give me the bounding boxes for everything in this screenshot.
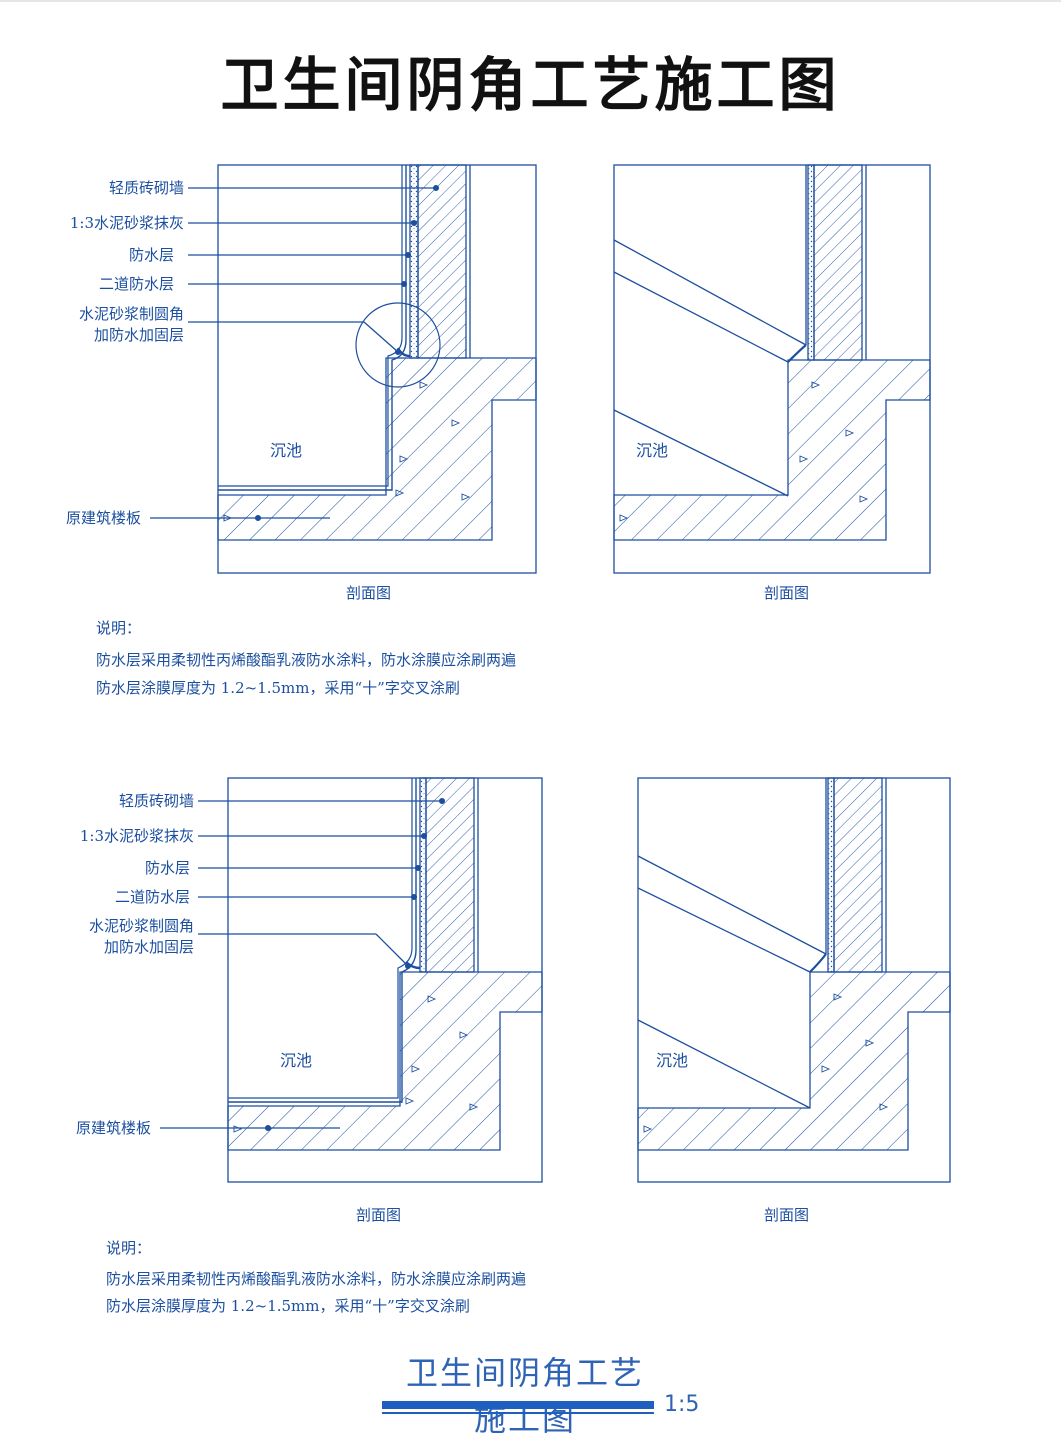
label-pool-left: 沉池 [280, 1051, 313, 1070]
label-floor-slab: 原建筑楼板 [76, 1119, 152, 1137]
notes-line-2: 防水层涂膜厚度为 1.2~1.5mm，采用“十”字交叉涂刷 [96, 679, 460, 697]
section-2-right [637, 777, 951, 1183]
caption-section-left: 剖面图 [356, 1206, 402, 1224]
label-cement-plaster: 1:3水泥砂浆抹灰 [69, 214, 184, 232]
label-waterproof-layer: 防水层 [144, 859, 190, 877]
notes-heading: 说明： [96, 619, 142, 637]
label-mortar-fillet: 水泥砂浆制圆角 [88, 917, 194, 935]
section-2-left [160, 777, 543, 1183]
caption-section-right: 剖面图 [764, 1206, 810, 1224]
notes-line-1: 防水层采用柔韧性丙烯酸酯乳液防水涂料，防水涂膜应涂刷两遍 [106, 1270, 527, 1288]
label-brick-wall: 轻质砖砌墙 [118, 792, 194, 810]
label-pool-left: 沉池 [270, 441, 303, 460]
label-brick-wall: 轻质砖砌墙 [108, 179, 184, 197]
footer-title: 卫生间阴角工艺施工图 [405, 1354, 644, 1438]
section-1-left [150, 164, 537, 574]
label-mortar-fillet: 水泥砂浆制圆角 [78, 305, 184, 323]
caption-section-left: 剖面图 [346, 584, 392, 602]
label-reinforcement: 加防水加固层 [93, 326, 184, 344]
label-pool-right: 沉池 [656, 1051, 689, 1070]
notes-heading: 说明： [106, 1239, 152, 1257]
top-rule [0, 0, 1061, 2]
label-second-waterproof: 二道防水层 [114, 888, 190, 906]
footer-scale: 1:5 [664, 1392, 700, 1417]
page-title: 卫生间阴角工艺施工图 [220, 51, 841, 119]
notes-line-2: 防水层涂膜厚度为 1.2~1.5mm，采用“十”字交叉涂刷 [106, 1297, 470, 1315]
label-waterproof-layer: 防水层 [128, 246, 174, 264]
label-second-waterproof: 二道防水层 [98, 275, 174, 293]
caption-section-right: 剖面图 [764, 584, 810, 602]
footer-title-underline [382, 1412, 654, 1414]
label-pool-right: 沉池 [636, 441, 669, 460]
label-reinforcement: 加防水加固层 [103, 938, 194, 956]
section-1-right [613, 164, 931, 574]
notes-line-1: 防水层采用柔韧性丙烯酸酯乳液防水涂料，防水涂膜应涂刷两遍 [96, 651, 517, 669]
label-cement-plaster: 1:3水泥砂浆抹灰 [79, 827, 194, 845]
footer-title-bar [382, 1401, 654, 1409]
label-floor-slab: 原建筑楼板 [66, 509, 142, 527]
